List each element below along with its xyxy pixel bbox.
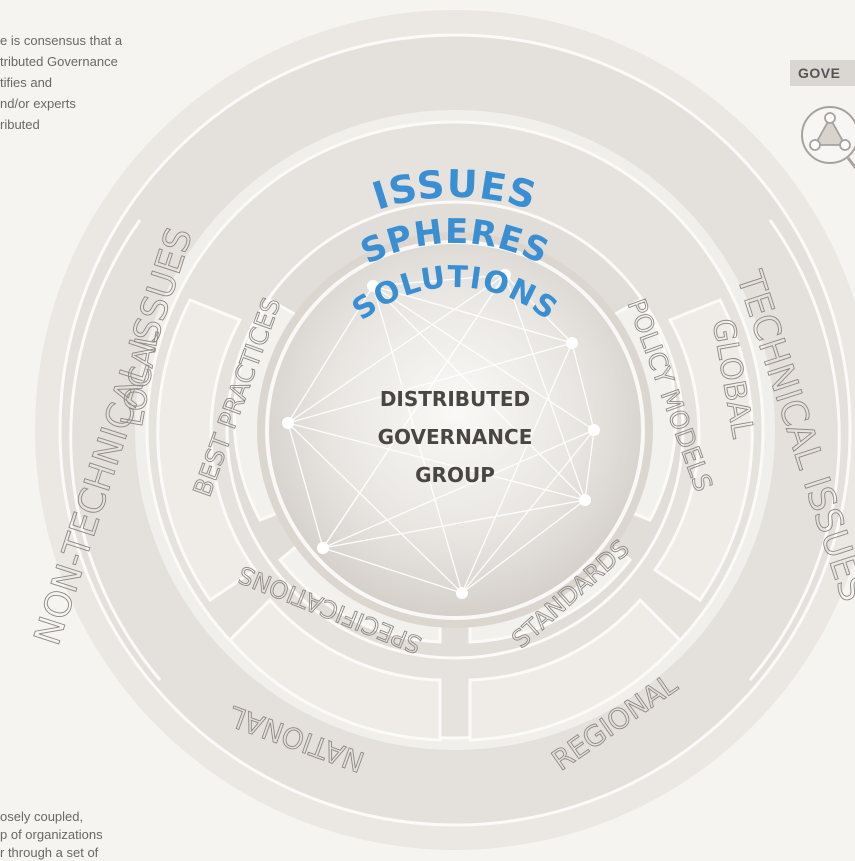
intro-line: tifies and bbox=[0, 75, 53, 90]
intro-paragraph: e is consensus that a tributed Governanc… bbox=[0, 30, 122, 135]
issues-segments bbox=[69, 219, 841, 681]
center-title-line1: DISTRIBUTED bbox=[380, 387, 530, 411]
intro-line: nd/or experts bbox=[0, 96, 76, 111]
footer-line: osely coupled, bbox=[0, 809, 84, 824]
network-magnifier-icon bbox=[801, 106, 855, 170]
governance-section-label: GOVE bbox=[790, 60, 855, 86]
intro-line: e is consensus that a bbox=[0, 33, 123, 48]
network-nodes bbox=[282, 269, 600, 599]
center-title-line2: GOVERNANCE bbox=[378, 425, 533, 449]
intro-line: ributed bbox=[0, 117, 40, 132]
footer-line: r through a set of bbox=[0, 845, 99, 860]
footer-line: p of organizations bbox=[0, 827, 103, 842]
spheres-segments bbox=[156, 298, 754, 742]
intro-line: tributed Governance bbox=[0, 54, 118, 69]
footer-paragraph: osely coupled, p of organizations r thro… bbox=[0, 808, 103, 861]
center-title-line3: GROUP bbox=[415, 463, 495, 487]
